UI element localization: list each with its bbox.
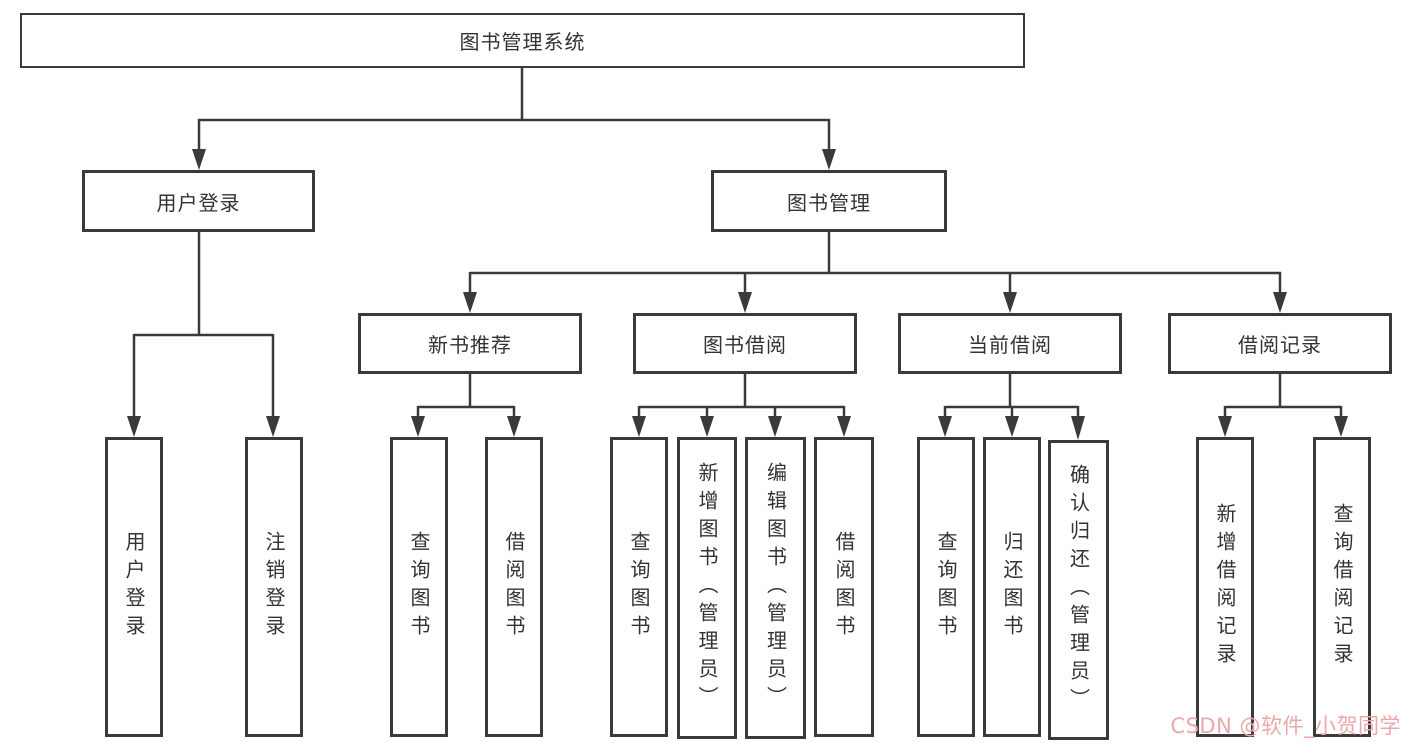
node-root-system: 图书管理系统 — [20, 13, 1025, 68]
node-borrow-records: 借阅记录 — [1168, 313, 1392, 374]
leaf-label: 注销登录 — [262, 531, 286, 643]
node-label: 图书借阅 — [703, 333, 787, 357]
leaf-add-books-admin: 新增图书（管理员） — [677, 437, 737, 739]
leaf-label: 编辑图书（管理员） — [763, 462, 788, 714]
leaf-edit-books-admin: 编辑图书（管理员） — [745, 437, 806, 739]
leaf-label: 借阅图书 — [502, 531, 526, 643]
leaf-label: 查询图书 — [627, 531, 651, 643]
node-label: 用户登录 — [156, 190, 241, 215]
leaf-label: 用户登录 — [122, 531, 146, 643]
leaf-query-books-1: 查询图书 — [390, 437, 448, 737]
watermark: CSDN @软件_小贺同学 — [1170, 714, 1401, 738]
node-label: 图书管理系统 — [459, 30, 586, 54]
leaf-query-books-2: 查询图书 — [610, 437, 668, 737]
node-label: 新书推荐 — [428, 333, 512, 357]
leaf-return-books: 归还图书 — [983, 437, 1041, 737]
leaf-query-books-3: 查询图书 — [917, 437, 975, 737]
leaf-label: 确认归还（管理员） — [1066, 464, 1091, 716]
leaf-label: 新增借阅记录 — [1213, 503, 1237, 671]
node-label: 借阅记录 — [1238, 333, 1322, 357]
leaf-label: 新增图书（管理员） — [695, 462, 719, 714]
leaf-label: 借阅图书 — [832, 531, 856, 643]
node-current-borrowing: 当前借阅 — [898, 313, 1122, 374]
node-label: 图书管理 — [787, 190, 871, 215]
leaf-borrow-books-1: 借阅图书 — [485, 437, 543, 737]
leaf-label: 查询图书 — [407, 531, 431, 643]
leaf-label: 查询图书 — [934, 531, 958, 643]
node-user-login: 用户登录 — [82, 170, 315, 232]
leaf-confirm-return-admin: 确认归还（管理员） — [1048, 440, 1109, 740]
leaf-logout: 注销登录 — [245, 437, 303, 737]
leaf-query-borrow-record: 查询借阅记录 — [1313, 437, 1371, 737]
leaf-borrow-books-2: 借阅图书 — [814, 437, 874, 737]
leaf-label: 归还图书 — [1000, 531, 1024, 643]
leaf-add-borrow-record: 新增借阅记录 — [1196, 437, 1254, 737]
node-new-book-recommend: 新书推荐 — [358, 313, 582, 374]
node-book-management: 图书管理 — [711, 170, 947, 232]
leaf-user-login: 用户登录 — [105, 437, 163, 737]
node-book-borrowing: 图书借阅 — [633, 313, 857, 374]
node-label: 当前借阅 — [968, 333, 1052, 357]
leaf-label: 查询借阅记录 — [1330, 503, 1354, 671]
